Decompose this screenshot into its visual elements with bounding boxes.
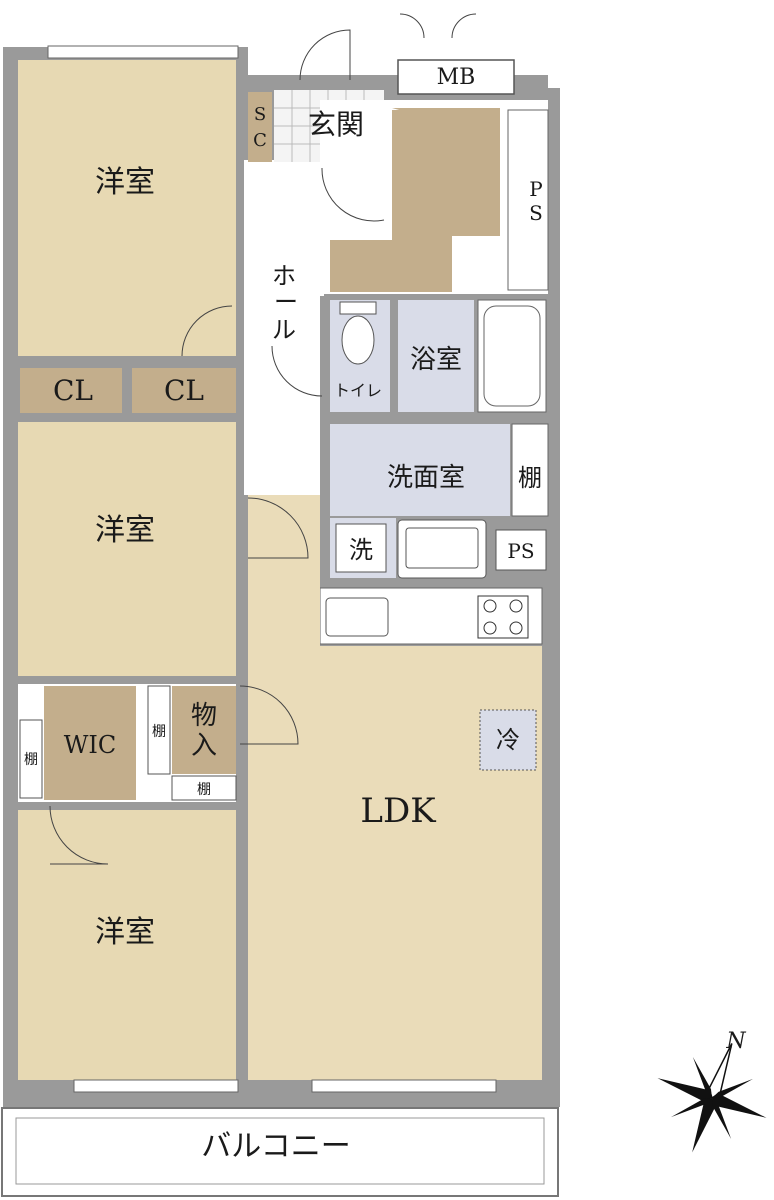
bathroom-area [398, 300, 474, 412]
bathroom-label: 浴室 [410, 345, 462, 375]
shelf-wic-left-label: 棚 [24, 752, 38, 768]
stove-icon [477, 595, 529, 639]
shelf-storage-side-label: 棚 [152, 724, 166, 740]
toilet-label: トイレ [334, 381, 382, 400]
ldk-floor [248, 495, 542, 1080]
shelf-storage-bottom-label: 棚 [197, 782, 211, 798]
pipe-space-top-label-s: S [529, 201, 543, 225]
shelf-storage-bottom-box [171, 775, 237, 801]
storage-label-1: 物 [191, 701, 217, 731]
pipe-space-lower-box [495, 529, 547, 571]
shoe-closet [248, 92, 272, 162]
balcony [1, 1107, 559, 1197]
shelf-washroom-label: 棚 [518, 464, 542, 492]
windows [47, 45, 497, 1093]
western-room-bottom-label: 洋室 [95, 915, 155, 950]
toilet-tank [339, 301, 377, 315]
compass-north-label: N [725, 1029, 746, 1054]
kitchen-sink [325, 597, 389, 637]
shelf-wic-left-box [19, 719, 43, 799]
western-room-top-label: 洋室 [95, 165, 155, 200]
balcony-label: バルコニー [201, 1129, 350, 1164]
compass-icon [657, 1043, 767, 1153]
closet-right-label: CL [164, 374, 204, 407]
meter-box [397, 59, 515, 95]
hall-label-1: ホ [272, 262, 296, 290]
partition-walls [18, 160, 548, 1080]
ldk-label: LDK [360, 791, 436, 831]
hall-label-2: ー [274, 288, 298, 316]
closet-left-label: CL [53, 374, 93, 407]
closet-left [20, 368, 122, 413]
closet-right [132, 368, 236, 413]
western-room-middle [18, 422, 236, 676]
bathtub-inner [483, 305, 541, 407]
walk-in-closet-label: WIC [64, 731, 117, 759]
shelf-storage-side-box [147, 685, 171, 775]
washer-box [335, 523, 387, 573]
meter-box-label: MB [437, 65, 476, 90]
hall [244, 160, 320, 495]
washroom-area [330, 424, 510, 516]
pipe-space-top [507, 109, 549, 291]
shoe-closet-label-s: S [254, 104, 266, 125]
washroom-shelf [511, 423, 549, 517]
washroom-label: 洗面室 [387, 463, 465, 493]
door-swings [49, 13, 477, 865]
fridge-space [479, 709, 537, 771]
vanity-bowl [405, 527, 479, 569]
storage-closet [172, 686, 236, 774]
storage-label-2: 入 [191, 731, 217, 761]
pipe-space-lower-label: PS [507, 539, 534, 563]
entrance-label: 玄関 [308, 108, 364, 141]
shoe-closet-label-c: C [253, 130, 267, 151]
fridge-label: 冷 [496, 726, 520, 754]
hall-label-3: ル [272, 316, 296, 344]
western-room-top [18, 60, 236, 356]
washer-label: 洗 [349, 536, 373, 564]
toilet-bowl [341, 315, 375, 365]
western-room-bottom [18, 810, 236, 1080]
entrance-storage-shape [330, 110, 500, 292]
western-room-middle-label: 洋室 [95, 513, 155, 548]
walk-in-closet [44, 686, 136, 800]
pipe-space-top-label-p: P [529, 177, 542, 201]
